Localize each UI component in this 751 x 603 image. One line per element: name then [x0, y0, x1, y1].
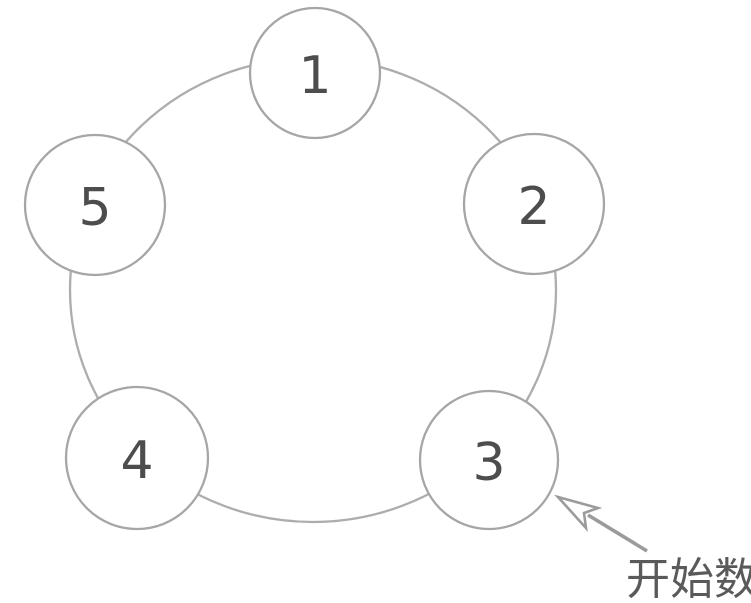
start-annotation: 开始数: [554, 494, 751, 603]
node-3: 3: [418, 389, 560, 531]
node-label-2: 2: [517, 177, 550, 237]
start-arrowhead-icon: [554, 494, 603, 532]
node-label-3: 3: [472, 433, 505, 493]
node-label-5: 5: [78, 178, 111, 238]
node-label-1: 1: [298, 46, 331, 106]
node-1: 1: [248, 6, 382, 140]
node-circle-3: [418, 389, 560, 531]
node-2: 2: [462, 132, 606, 276]
node-circle-4: [64, 385, 210, 531]
node-circle-2: [462, 132, 606, 276]
start-annotation-label: 开始数: [626, 554, 751, 603]
node-4: 4: [64, 385, 210, 531]
node-circle-1: [248, 6, 382, 140]
node-circle-5: [23, 133, 167, 277]
start-arrow-shaft: [587, 513, 648, 553]
node-label-4: 4: [120, 431, 153, 491]
node-5: 5: [23, 133, 167, 277]
